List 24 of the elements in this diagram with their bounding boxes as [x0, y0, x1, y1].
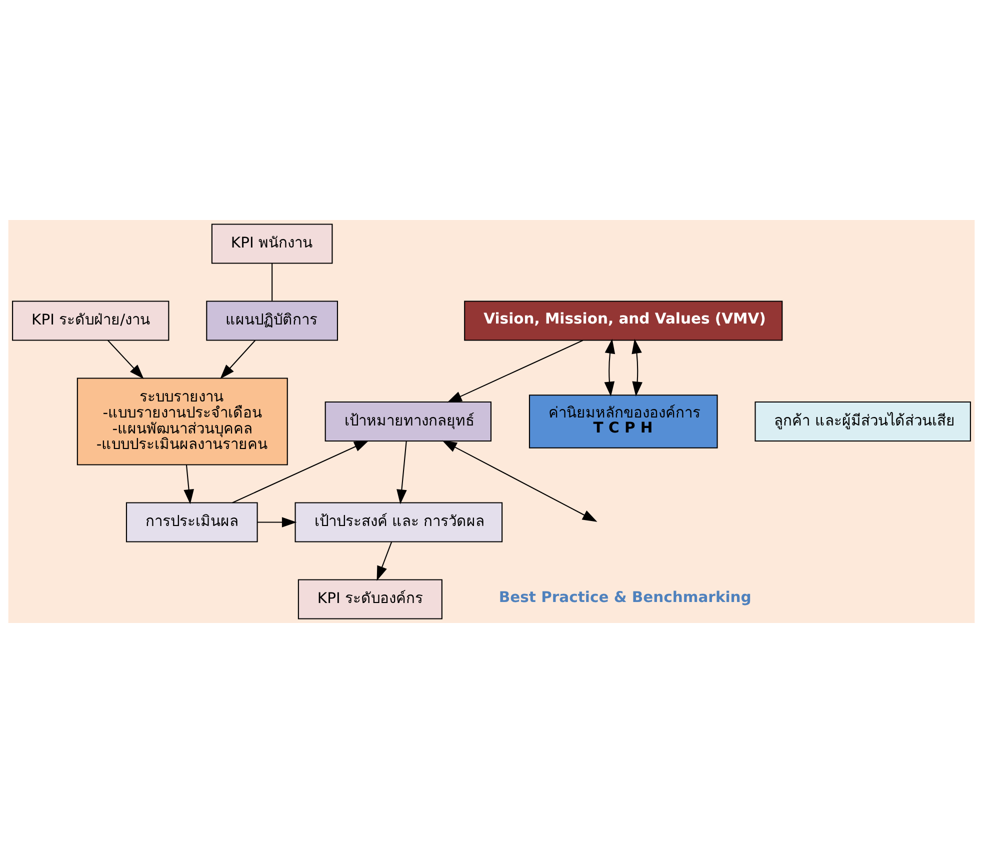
label: Best Practice & Benchmarking	[498, 588, 752, 606]
arrow	[442, 440, 598, 522]
node-box: KPI ระดับองค์กร	[298, 578, 442, 619]
node-box: ระบบรายงาน -แบบรายงานประจำเดือน -แผนพัฒนาส่วนบุคคล -แบบประเมินผลงานรายคน	[76, 377, 288, 465]
node-box: Vision, Mission, and Values (VMV)	[464, 300, 783, 340]
arrow	[447, 339, 584, 402]
arrow	[232, 440, 369, 503]
node-box: เป้าหมายทางกลยุทธ์	[324, 400, 492, 442]
node-box: การประเมินผล	[126, 502, 258, 542]
node-box: ลูกค้า และผู้มีส่วนได้ส่วนเสีย	[754, 400, 971, 442]
node-box: KPI พนักงาน	[211, 223, 333, 264]
arrow	[604, 338, 616, 396]
node-box: KPI ระดับฝ่าย/งาน	[12, 300, 170, 340]
node-box: เป้าประสงค์ และ การวัดผล	[294, 502, 503, 542]
arrow	[107, 340, 144, 379]
node-box: ค่านิยมหลักขององค์การ T C P H	[528, 394, 718, 448]
node-box: แผนปฏิบัติการ	[206, 300, 338, 340]
arrow	[257, 516, 297, 527]
arrow	[184, 464, 194, 504]
arrow	[396, 440, 407, 504]
arrow	[220, 340, 256, 379]
arrow	[376, 541, 392, 580]
connector	[272, 262, 273, 300]
arrow	[632, 338, 642, 396]
